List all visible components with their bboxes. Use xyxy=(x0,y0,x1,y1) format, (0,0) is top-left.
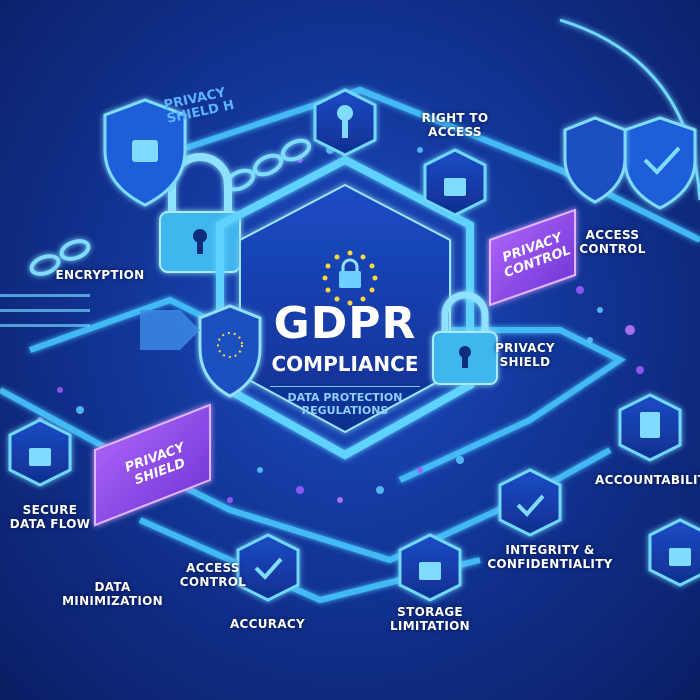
text-line: CONTROL xyxy=(179,575,247,589)
text-line: ACCESS xyxy=(186,561,240,575)
text-line: STORAGE xyxy=(397,605,463,619)
text-line: DATA PROTECTION xyxy=(287,391,403,404)
shield-hex-icon-integrity xyxy=(498,468,562,537)
privacy-shield-wall xyxy=(94,403,211,527)
text-line: CONTROL xyxy=(579,242,646,256)
text-line: ACCESS xyxy=(428,125,482,139)
shield-check-icon xyxy=(623,116,697,210)
text-line: LIMITATION xyxy=(389,619,471,633)
label-integrity-confidentiality: INTEGRITY &CONFIDENTIALITY xyxy=(480,543,620,571)
text-line: DATA xyxy=(94,580,131,594)
central-hexagon xyxy=(216,155,474,460)
text-line: SECURE xyxy=(22,503,78,517)
label-accountability: ACCOUNTABILITY xyxy=(595,473,700,487)
eu-stars xyxy=(322,250,378,306)
binary-stream xyxy=(0,294,90,327)
text-line: RIGHT TO xyxy=(421,111,489,125)
text-line: REGULATIONS xyxy=(301,404,389,417)
label-accuracy: ACCURACY xyxy=(229,617,306,631)
gdpr-subtitle: COMPLIANCE xyxy=(271,352,419,376)
text-line: CONFIDENTIALITY xyxy=(487,557,613,571)
text-line: SHIELD xyxy=(499,355,551,369)
chain xyxy=(29,138,312,276)
check-hex-icon-accuracy xyxy=(236,533,300,602)
text-line: ACCESS xyxy=(585,228,640,242)
gdpr-title: GDPR xyxy=(273,298,417,349)
eu-shield-icon xyxy=(198,304,262,398)
shield-icon xyxy=(103,98,187,207)
text-line: INTEGRITY & xyxy=(505,543,595,557)
text-line: PRIVACY xyxy=(495,341,555,355)
arrow xyxy=(140,310,200,350)
hex-icons xyxy=(8,88,700,602)
privacy-control-wall xyxy=(489,208,576,307)
text-line: MINIMIZATION xyxy=(62,594,163,608)
center-lock-icon xyxy=(339,258,361,288)
text-line: DATA FLOW xyxy=(9,517,91,531)
shield-lock-icon xyxy=(563,116,627,204)
hex-icon-glyphs xyxy=(29,105,691,580)
padlock-right-icon xyxy=(432,291,498,385)
label-encryption: ENCRYPTION xyxy=(55,268,145,282)
